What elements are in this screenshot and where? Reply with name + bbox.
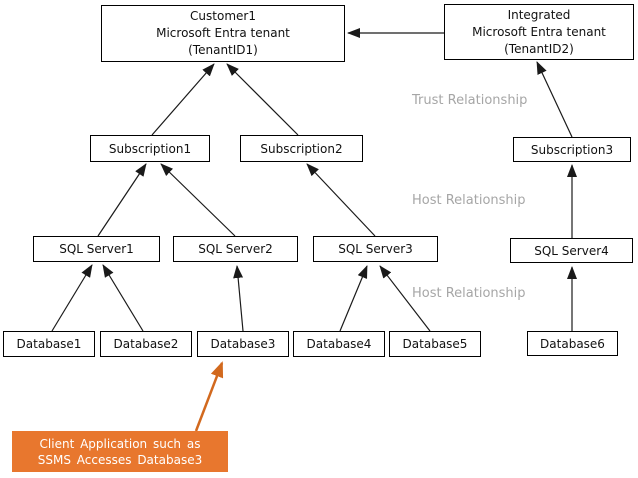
label-host-relationship-upper: Host Relationship — [412, 193, 526, 208]
integrated-tenant-id: (TenantID2) — [504, 41, 574, 56]
node-sql-server4: SQL Server4 — [510, 238, 633, 263]
arrow-callout-to-db3 — [194, 361, 224, 432]
customer-tenant-type: Microsoft Entra tenant — [156, 26, 290, 40]
node-database1: Database1 — [3, 331, 95, 357]
integrated-tenant-type: Microsoft Entra tenant — [472, 24, 606, 39]
node-database4: Database4 — [293, 331, 385, 357]
integrated-tenant-name: Integrated — [507, 7, 571, 22]
customer-tenant-name: Customer1 — [190, 9, 256, 23]
node-subscription3: Subscription3 — [513, 137, 631, 162]
arrow-sub1-to-customer — [151, 63, 215, 136]
arrow-sub3-to-integrated — [536, 61, 573, 138]
arrow-db2-to-sql1 — [102, 264, 144, 332]
node-sql-server2: SQL Server2 — [173, 236, 298, 262]
node-database5: Database5 — [389, 331, 481, 357]
node-integrated-tenant: Integrated Microsoft Entra tenant (Tenan… — [444, 4, 634, 60]
arrow-db5-to-sql3 — [379, 265, 431, 332]
node-customer-tenant: Customer1 Microsoft Entra tenant (Tenant… — [101, 5, 345, 62]
node-subscription1: Subscription1 — [90, 135, 210, 162]
label-trust-relationship: Trust Relationship — [412, 93, 528, 108]
arrow-db4-to-sql3 — [339, 265, 368, 332]
customer-tenant-id: (TenantID1) — [188, 43, 258, 57]
label-host-relationship-lower: Host Relationship — [412, 286, 526, 301]
arrow-sql1-to-sub1 — [97, 163, 147, 237]
node-sql-server3: SQL Server3 — [313, 236, 438, 262]
node-database6: Database6 — [527, 331, 618, 356]
callout-line2: SSMS Accesses Database3 — [37, 452, 203, 467]
arrow-sql2-to-sub1 — [160, 163, 236, 237]
callout-line1: Client Application such as — [39, 436, 201, 451]
node-database2: Database2 — [100, 331, 192, 357]
arrow-db3-to-sql2 — [233, 265, 244, 332]
client-application-callout: Client Application such as SSMS Accesses… — [12, 431, 228, 472]
arrow-sql3-to-sub2 — [306, 163, 376, 237]
arrow-db1-to-sql1 — [51, 264, 93, 332]
arrow-sub2-to-customer — [226, 63, 299, 136]
node-subscription2: Subscription2 — [240, 135, 363, 162]
node-sql-server1: SQL Server1 — [33, 236, 160, 262]
node-database3: Database3 — [197, 331, 289, 357]
